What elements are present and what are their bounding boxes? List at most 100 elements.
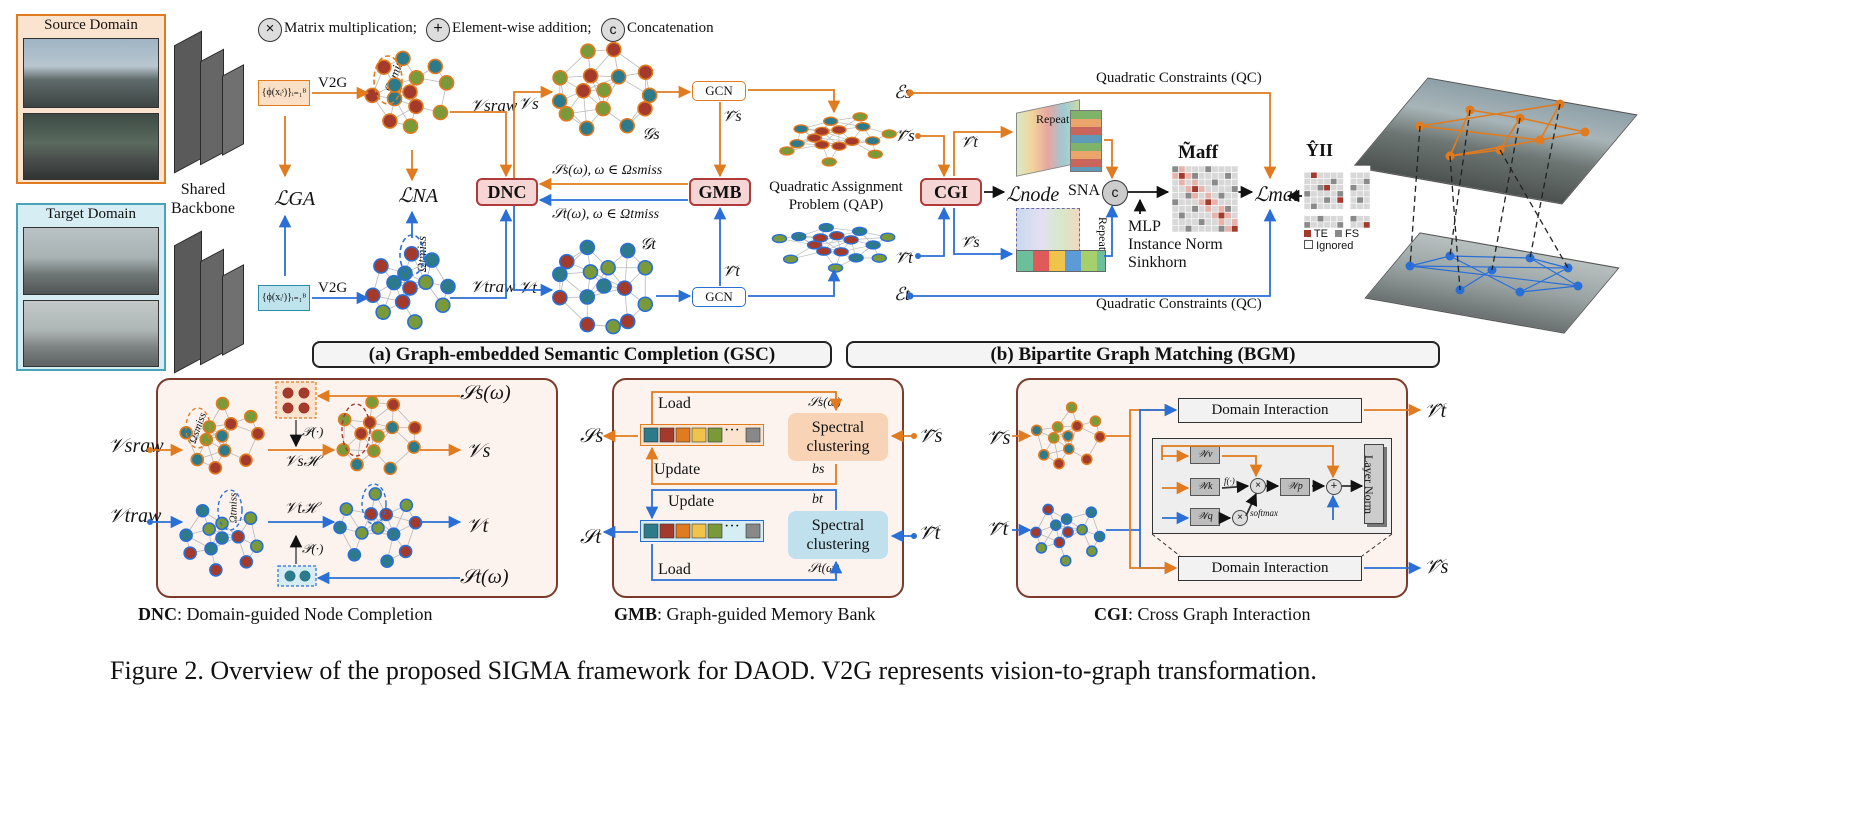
dnc-graph-vt-raw-node [231, 529, 245, 544]
dnc-vt-out: 𝒱t [466, 515, 489, 537]
maff-matrix-cell [1198, 192, 1206, 200]
qap-graph-target-node [843, 235, 859, 245]
yii-matrix-cell [1330, 196, 1338, 204]
maff-matrix-cell [1191, 165, 1199, 173]
arrow-dnc-to-gs [513, 85, 554, 178]
dnc-omega-t-ellipse [217, 489, 243, 531]
dnc-graph-vs-raw-node [251, 426, 265, 441]
cgi-graph-s-node [1081, 453, 1093, 466]
dnc-semantic-node-s [282, 387, 294, 399]
maff-matrix-cell [1204, 211, 1212, 220]
yii-matrix-cell [1323, 165, 1331, 173]
dnc-vs-out: 𝒱s [466, 440, 491, 462]
cgi-graph-t-node [1030, 526, 1042, 539]
maff-matrix-cell [1198, 198, 1206, 206]
yii-matrix-cell [1343, 184, 1351, 192]
ss-omega-label: 𝒮s(ω), ω ∈ Ωsmiss [552, 163, 663, 178]
maff-matrix-cell [1204, 192, 1212, 200]
maff-matrix-cell [1204, 225, 1212, 233]
et-dot [906, 292, 914, 300]
maff-matrix-cell [1224, 185, 1232, 193]
yii-matrix-cell [1316, 171, 1325, 179]
qap-graph-target-node [880, 232, 896, 242]
yii-matrix-cell [1349, 178, 1358, 185]
yii-matrix-cell [1343, 221, 1351, 229]
maff-matrix-cell [1198, 211, 1206, 220]
maff-matrix-cell [1231, 205, 1239, 213]
gmb-caption-rest: : Graph-guided Memory Bank [657, 604, 876, 624]
maff-matrix-cell [1217, 198, 1226, 206]
yii-matrix-cell [1323, 184, 1331, 192]
cgi-graph-t-node [1042, 503, 1054, 516]
vt-raw-label: 𝒱traw [470, 277, 516, 296]
maff-matrix-cell [1204, 172, 1212, 180]
graph-gt-node [619, 313, 636, 330]
dnc-graph-vs-node [350, 457, 364, 472]
vs-tilde-cgi-in: 𝒱̃s [894, 126, 915, 145]
maff-matrix-cell [1204, 218, 1212, 226]
yii-matrix-cell [1316, 202, 1325, 210]
loss-na: ℒNA [398, 185, 438, 207]
maff-matrix-cell [1171, 192, 1179, 200]
arrow-repeat-top-to-concat [1104, 139, 1119, 180]
gmb-ss: 𝒮s [580, 425, 604, 447]
scene-top-edge [1419, 125, 1541, 141]
dnc-graph-vt-raw-node [204, 541, 218, 556]
cgi-arrow-residual [1161, 445, 1340, 479]
graph-gs-node [580, 43, 596, 60]
maff-matrix-cell [1211, 225, 1219, 233]
backbone-line2: Backbone [171, 200, 235, 217]
dnc-graph-vt-raw-node [243, 511, 258, 526]
maff-matrix-cell [1198, 225, 1206, 233]
mlp-label: MLP Instance Norm Sinkhorn [1128, 218, 1223, 272]
qap-graph-source-node [814, 126, 830, 137]
dnc-fill-t-ellipse [361, 483, 387, 525]
maff-matrix-cell [1211, 165, 1219, 173]
dnc-graph-vs-node [385, 420, 400, 435]
et-label: ℰt [894, 284, 910, 304]
maff-matrix-cell [1224, 172, 1232, 180]
maff-matrix-cell [1231, 172, 1239, 180]
gmb-vs-tilde: 𝒱̃s [918, 425, 943, 447]
yii-matrix-cell [1310, 215, 1318, 223]
arrow-gcn-to-qap-s [748, 89, 841, 114]
yii-matrix-cell [1323, 209, 1331, 216]
dnc-graph-vs-raw-node [190, 452, 205, 467]
graph-vt-raw-node [403, 246, 420, 262]
maff-matrix-cell [1184, 178, 1193, 187]
qap-graph-target-node [827, 263, 844, 273]
memory-cell-t-last [745, 523, 761, 539]
maff-matrix-cell [1198, 172, 1206, 180]
repeat-top-label: Repeat [1036, 112, 1070, 126]
dnc-graph-vt-node [364, 507, 378, 521]
cgi-dash-left [1151, 533, 1181, 557]
dnc-graph-vs-node [407, 440, 421, 454]
cgi-graph-s-node [1053, 457, 1065, 470]
maff-matrix-cell [1184, 218, 1193, 226]
yii-matrix-cell [1323, 178, 1331, 185]
maff-matrix-cell [1191, 205, 1199, 213]
bgm-section-title: (b) Bipartite Graph Matching (BGM) [846, 341, 1440, 368]
dnc-graph-vs-node [386, 397, 401, 412]
graph-gs-node [595, 100, 611, 117]
maff-matrix-cell [1178, 185, 1186, 193]
vt-tilde-dot [915, 253, 921, 259]
maff-matrix-cell [1217, 165, 1226, 173]
yii-matrix-cell [1303, 178, 1311, 185]
graph-gt-node [552, 289, 568, 306]
maff-matrix-cell [1217, 172, 1226, 180]
scene-match-line [1449, 109, 1471, 257]
maff-matrix-cell [1231, 198, 1239, 206]
yii-matrix-cell [1303, 209, 1311, 216]
yii-matrix-cell [1330, 178, 1338, 185]
graph-vt-raw-node [373, 258, 389, 274]
dnc-graph-vt-raw-node [202, 522, 216, 536]
gmb-load-top: Load [658, 395, 691, 412]
memory-cell-s [691, 427, 707, 443]
maff-matrix-cell [1231, 218, 1239, 226]
graph-vt-raw-node [407, 314, 423, 330]
dnc-module: DNC [476, 178, 538, 206]
yii-matrix-cell [1303, 165, 1311, 173]
graph-gs-node [637, 100, 653, 117]
yii-matrix-cell [1363, 202, 1371, 210]
